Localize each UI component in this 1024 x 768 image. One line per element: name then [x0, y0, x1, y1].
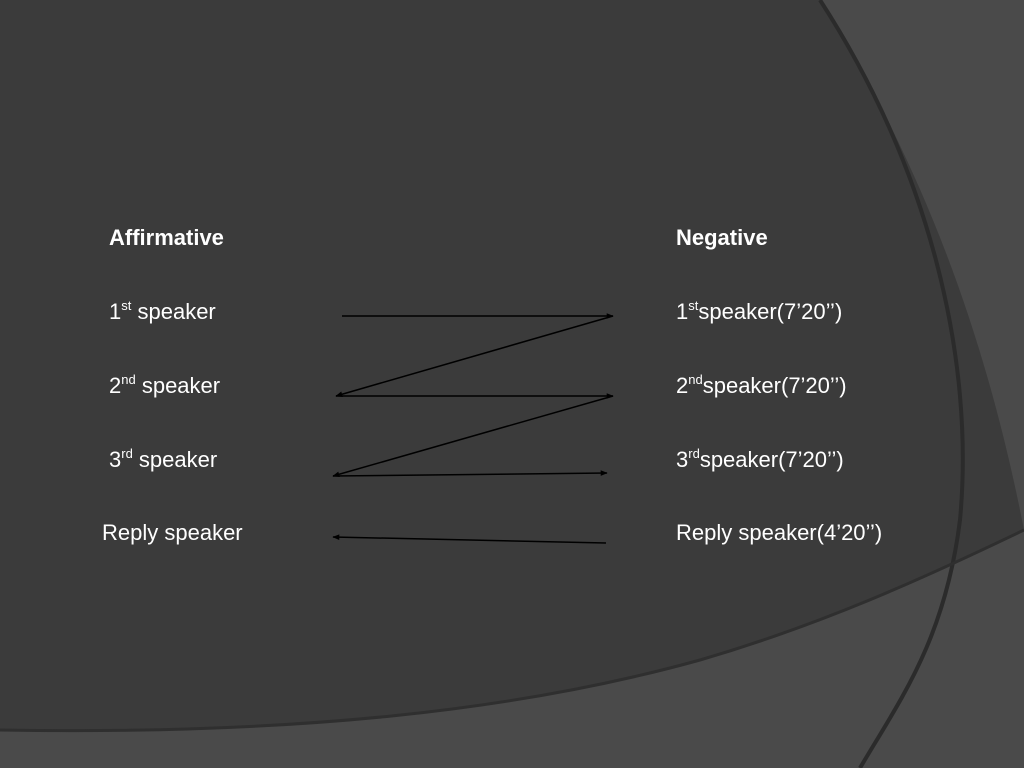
speaker-number: 1	[676, 299, 689, 324]
affirmative-speaker-2: 2nd speaker	[109, 373, 220, 399]
ordinal-suffix: rd	[121, 446, 133, 461]
speaker-label: speaker(7’20’’)	[698, 299, 843, 324]
speaker-label: speaker(7’20’’)	[699, 447, 844, 472]
background-arc-curve	[818, 0, 965, 768]
speaker-label: speaker(7’20’’)	[702, 373, 847, 398]
affirmative-reply-speaker: Reply speaker	[102, 520, 243, 545]
ordinal-suffix: nd	[121, 372, 136, 387]
speaker-number: 3	[109, 447, 122, 472]
ordinal-suffix: rd	[688, 446, 700, 461]
negative-reply-speaker: Reply speaker(4’20’’)	[676, 520, 883, 545]
negative-speaker-3: 3rdspeaker(7’20’’)	[676, 447, 844, 473]
speaker-number: 2	[109, 373, 122, 398]
speaker-label: speaker	[131, 299, 216, 324]
affirmative-speaker-3: 3rd speaker	[109, 447, 217, 473]
negative-speaker-2: 2ndspeaker(7’20’’)	[676, 373, 847, 399]
speaker-number: 1	[109, 299, 122, 324]
background-bottom-curve	[0, 528, 1024, 733]
ordinal-suffix: st	[688, 298, 699, 313]
negative-speaker-1: 1stspeaker(7’20’’)	[676, 299, 842, 325]
speaker-number: 2	[676, 373, 689, 398]
ordinal-suffix: nd	[688, 372, 703, 387]
affirmative-heading: Affirmative	[109, 225, 224, 250]
negative-heading: Negative	[676, 225, 768, 250]
ordinal-suffix: st	[121, 298, 132, 313]
affirmative-speaker-1: 1st speaker	[109, 299, 216, 325]
speaker-number: 3	[676, 447, 689, 472]
speaker-label: speaker	[135, 373, 221, 398]
speaker-label: speaker	[132, 447, 218, 472]
